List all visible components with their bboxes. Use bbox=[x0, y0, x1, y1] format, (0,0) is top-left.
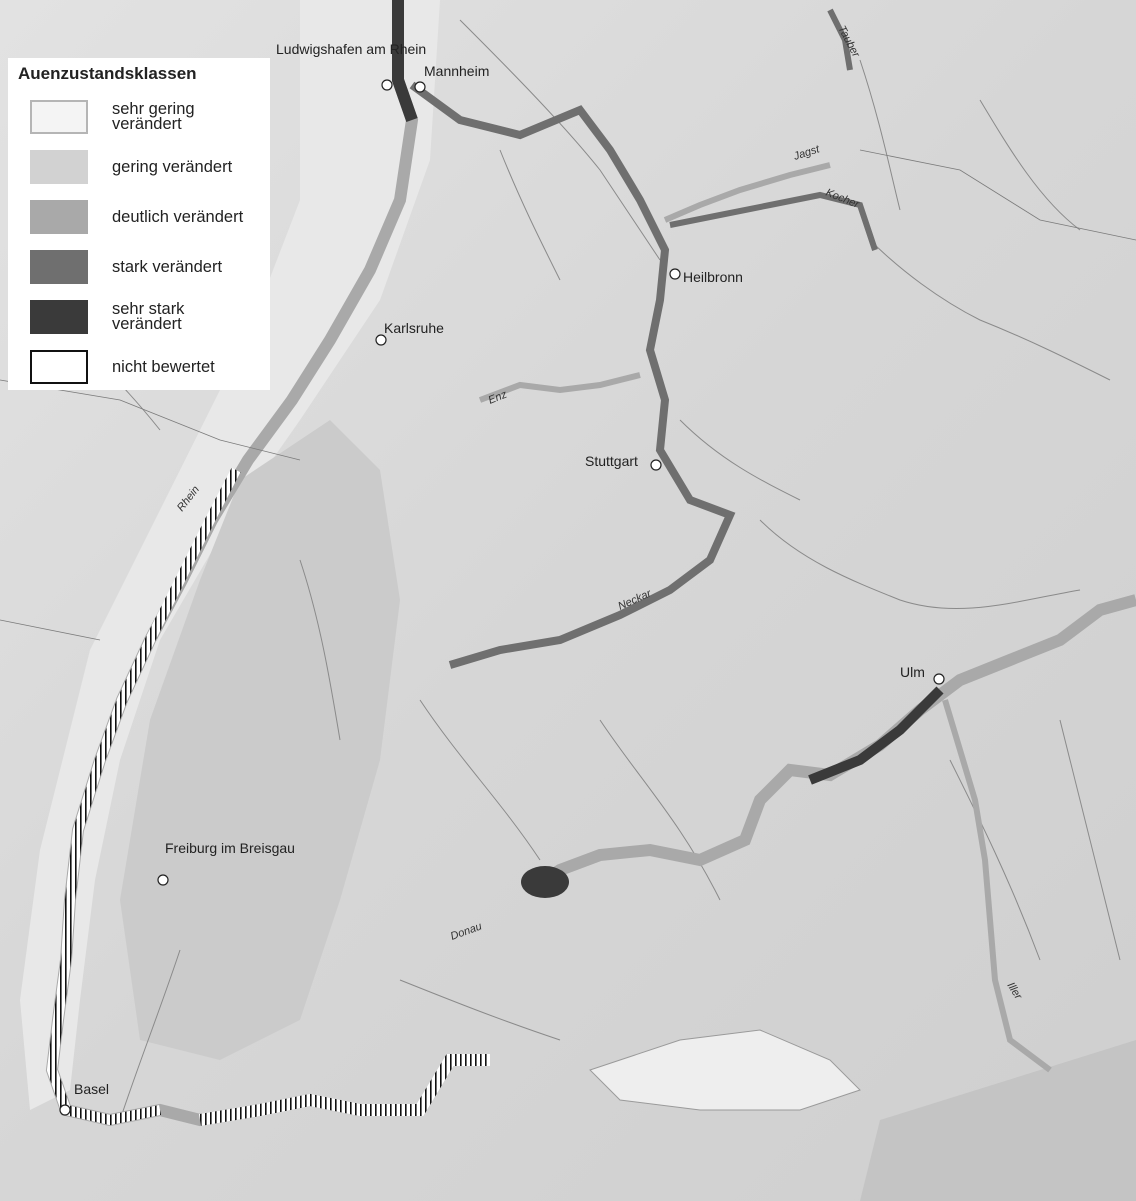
legend-swatch bbox=[30, 150, 88, 184]
minor-rivers bbox=[19, 19, 1121, 1121]
legend-item-stark: stark verändert bbox=[18, 242, 260, 292]
legend-label: sehr stark verändert bbox=[112, 300, 185, 333]
legend-swatch bbox=[30, 350, 88, 384]
legend-swatch bbox=[30, 100, 88, 134]
city-label-basel: Basel bbox=[74, 1081, 109, 1097]
legend-item-gering: gering verändert bbox=[18, 142, 260, 192]
legend-title: Auenzustandsklassen bbox=[18, 64, 197, 83]
border-lines bbox=[0, 149, 1136, 641]
legend: Auenzustandsklassen sehr gering veränder… bbox=[8, 58, 270, 390]
legend-label: stark verändert bbox=[112, 257, 223, 276]
city-labels: Ludwigshafen am Rhein Mannheim Heilbronn… bbox=[74, 41, 925, 1097]
river-danube bbox=[526, 594, 1136, 895]
legend-label: gering verändert bbox=[112, 157, 233, 176]
legend-label: sehr gering verändert bbox=[112, 100, 195, 133]
city-markers bbox=[59, 79, 945, 1116]
city-label-ulm: Ulm bbox=[900, 664, 925, 680]
legend-swatch bbox=[30, 300, 88, 334]
legend-label: deutlich verändert bbox=[112, 207, 244, 226]
lake-constance bbox=[589, 1029, 861, 1111]
city-label-ludwigshafen: Ludwigshafen am Rhein bbox=[276, 41, 426, 57]
city-label-karlsruhe: Karlsruhe bbox=[384, 320, 444, 336]
legend-item-sehr-gering: sehr gering verändert bbox=[18, 92, 260, 142]
city-label-heilbronn: Heilbronn bbox=[683, 269, 743, 285]
legend-swatch bbox=[30, 250, 88, 284]
legend-item-deutlich: deutlich verändert bbox=[18, 192, 260, 242]
black-forest-relief bbox=[120, 420, 400, 1060]
river-kocher bbox=[669, 191, 878, 251]
alps-relief bbox=[860, 1040, 1136, 1201]
river-jagst bbox=[663, 162, 831, 223]
city-label-stuttgart: Stuttgart bbox=[585, 453, 638, 469]
legend-item-sehr-stark: sehr stark verändert bbox=[18, 292, 260, 342]
legend-label: nicht bewertet bbox=[112, 357, 215, 376]
rhine-valley-plain bbox=[20, 0, 440, 1110]
river-neckar bbox=[409, 81, 736, 669]
river-iller bbox=[942, 699, 1052, 1073]
river-enz bbox=[478, 372, 641, 403]
city-label-mannheim: Mannheim bbox=[424, 63, 489, 79]
city-label-freiburg: Freiburg im Breisgau bbox=[165, 840, 295, 856]
legend-swatch bbox=[30, 200, 88, 234]
legend-item-nicht-bewertet: nicht bewertet bbox=[18, 342, 260, 392]
river-tauber bbox=[827, 8, 853, 71]
